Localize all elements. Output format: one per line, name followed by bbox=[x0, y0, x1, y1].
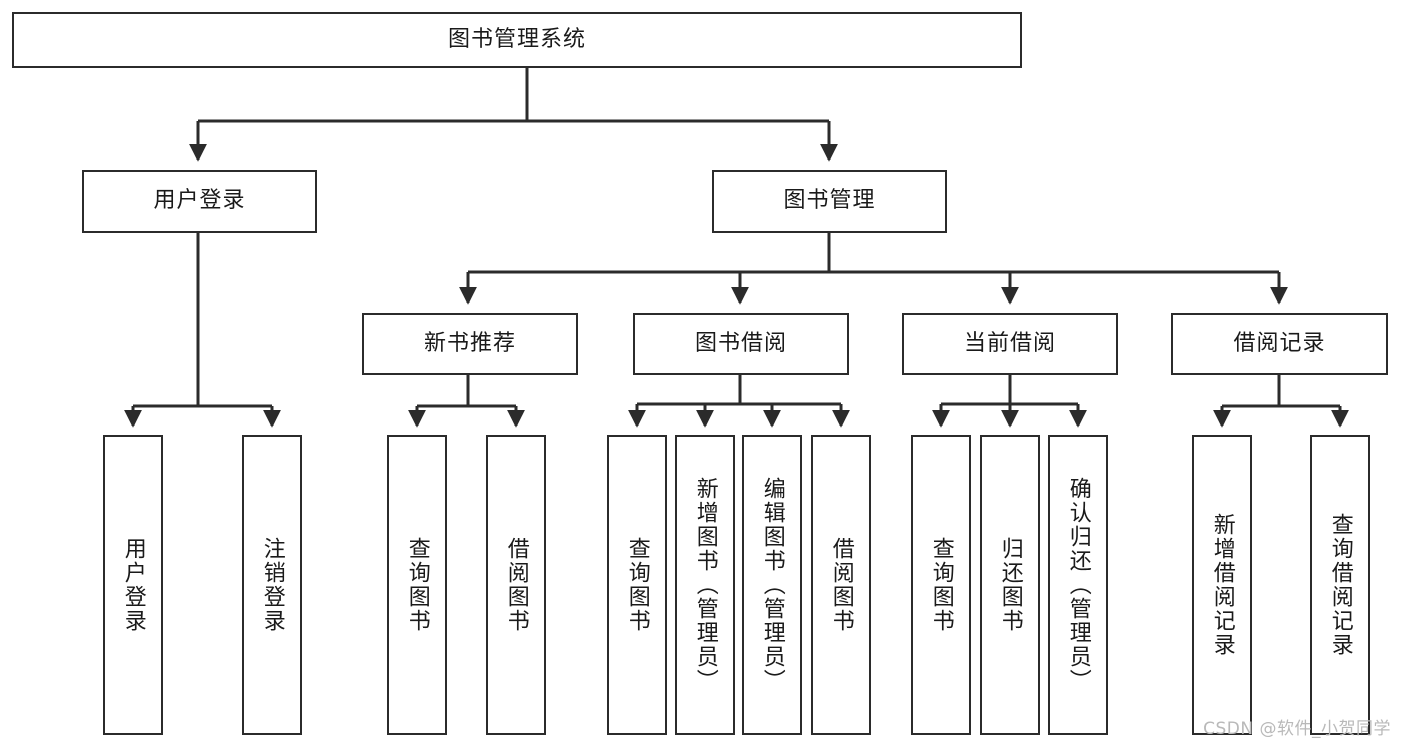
leaf-borrow-book-label: 借阅图书 bbox=[828, 537, 854, 633]
leaf-query-book-borrow-label: 查询图书 bbox=[624, 537, 650, 633]
leaf-query-book-current-label: 查询图书 bbox=[928, 537, 954, 633]
node-new-book-recommend-label: 新书推荐 bbox=[423, 330, 516, 356]
leaf-add-book-admin[interactable]: 新增图书（管理员） bbox=[675, 435, 735, 735]
leaf-add-book-admin-label: 新增图书（管理员） bbox=[692, 477, 718, 693]
node-current-borrow[interactable]: 当前借阅 bbox=[902, 313, 1118, 375]
leaf-add-borrow-record-label: 新增借阅记录 bbox=[1209, 513, 1235, 657]
node-user-login[interactable]: 用户登录 bbox=[82, 170, 317, 233]
leaf-query-book-current[interactable]: 查询图书 bbox=[911, 435, 971, 735]
node-book-borrow-label: 图书借阅 bbox=[694, 330, 787, 356]
node-new-book-recommend[interactable]: 新书推荐 bbox=[362, 313, 578, 375]
leaf-user-login-label: 用户登录 bbox=[120, 537, 146, 633]
leaf-edit-book-admin[interactable]: 编辑图书（管理员） bbox=[742, 435, 802, 735]
leaf-confirm-return-admin-label: 确认归还（管理员） bbox=[1065, 477, 1091, 693]
node-book-management[interactable]: 图书管理 bbox=[712, 170, 947, 233]
leaf-edit-book-admin-label: 编辑图书（管理员） bbox=[759, 477, 785, 693]
leaf-borrow-book-recommend-label: 借阅图书 bbox=[503, 537, 529, 633]
leaf-add-borrow-record[interactable]: 新增借阅记录 bbox=[1192, 435, 1252, 735]
leaf-confirm-return-admin[interactable]: 确认归还（管理员） bbox=[1048, 435, 1108, 735]
node-borrow-records-label: 借阅记录 bbox=[1233, 330, 1326, 356]
leaf-query-book-recommend[interactable]: 查询图书 bbox=[387, 435, 447, 735]
node-borrow-records[interactable]: 借阅记录 bbox=[1171, 313, 1388, 375]
node-root-label: 图书管理系统 bbox=[447, 26, 586, 52]
leaf-query-borrow-record-label: 查询借阅记录 bbox=[1327, 513, 1353, 657]
leaf-borrow-book[interactable]: 借阅图书 bbox=[811, 435, 871, 735]
node-book-management-label: 图书管理 bbox=[783, 188, 876, 214]
leaf-logout[interactable]: 注销登录 bbox=[242, 435, 302, 735]
leaf-return-book[interactable]: 归还图书 bbox=[980, 435, 1040, 735]
node-current-borrow-label: 当前借阅 bbox=[963, 330, 1056, 356]
leaf-query-book-recommend-label: 查询图书 bbox=[404, 537, 430, 633]
leaf-logout-label: 注销登录 bbox=[259, 537, 285, 633]
leaf-borrow-book-recommend[interactable]: 借阅图书 bbox=[486, 435, 546, 735]
leaf-query-book-borrow[interactable]: 查询图书 bbox=[607, 435, 667, 735]
leaf-return-book-label: 归还图书 bbox=[997, 537, 1023, 633]
leaf-query-borrow-record[interactable]: 查询借阅记录 bbox=[1310, 435, 1370, 735]
node-user-login-label: 用户登录 bbox=[153, 188, 246, 214]
node-root[interactable]: 图书管理系统 bbox=[12, 12, 1022, 68]
leaf-user-login[interactable]: 用户登录 bbox=[103, 435, 163, 735]
node-book-borrow[interactable]: 图书借阅 bbox=[633, 313, 849, 375]
